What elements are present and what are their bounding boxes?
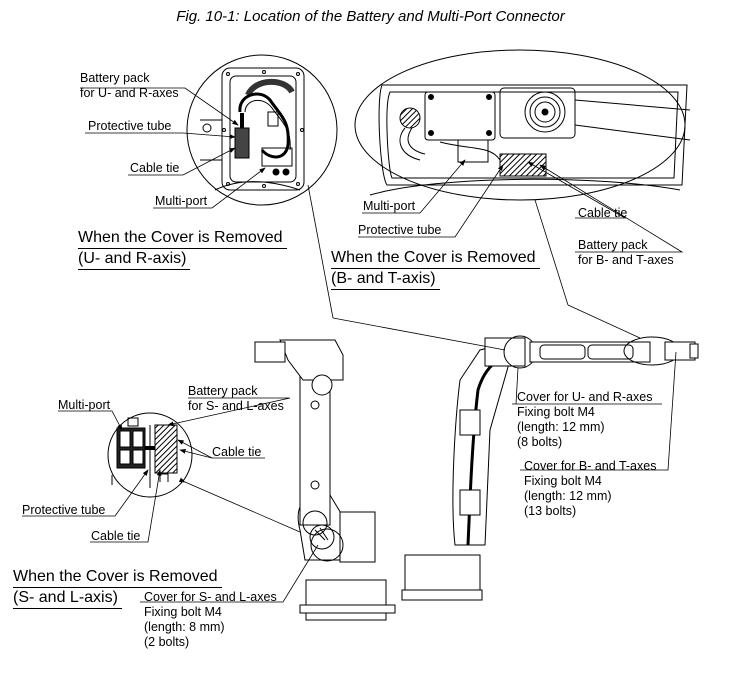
ur-heading: When the Cover is Removed (U- and R-axis… (78, 228, 287, 270)
figure-title: Fig. 10-1: Location of the Battery and M… (176, 8, 565, 25)
ur-multi-port-label: Multi-port (155, 194, 208, 208)
bt-cover-count: (13 bolts) (524, 504, 577, 518)
ur-protective-tube-label: Protective tube (88, 119, 172, 133)
sl-cover-title: Cover for S- and L-axes (144, 590, 277, 604)
sl-heading-line2: (S- and L-axis) (13, 588, 122, 609)
ur-battery-label: Battery pack for U- and R-axes (80, 71, 179, 101)
sl-cover-length: (length: 8 mm) (144, 620, 225, 634)
robot-base (305, 579, 387, 621)
sl-cable-tie-bottom-label: Cable tie (91, 529, 141, 543)
bt-cover-callout: Cover for B- and T-axes Fixing bolt M4 (… (524, 459, 656, 519)
bt-battery-label-line2: for B- and T-axes (578, 253, 674, 267)
bt-cable-tie-label: Cable tie (578, 206, 628, 220)
robot-base-2 (404, 554, 481, 596)
ur-cover-title: Cover for U- and R-axes (517, 390, 653, 404)
bt-cover-title: Cover for B- and T-axes (524, 459, 657, 473)
leader-lines (22, 87, 684, 603)
ur-cover-callout: Cover for U- and R-axes Fixing bolt M4 (… (517, 390, 652, 450)
bt-cover-bolt: Fixing bolt M4 (524, 474, 602, 488)
ur-cover-bolt: Fixing bolt M4 (517, 405, 595, 419)
ur-cover-length: (length: 12 mm) (517, 420, 605, 434)
bt-battery-pack (499, 153, 547, 177)
sl-cover-callout: Cover for S- and L-axes Fixing bolt M4 (… (144, 590, 277, 650)
bt-heading-line1: When the Cover is Removed (331, 248, 540, 269)
ur-cable-tie-label: Cable tie (130, 161, 180, 175)
bt-multi-port-block (457, 139, 489, 163)
ur-detail-circle (186, 54, 338, 206)
ur-detail-view (186, 54, 338, 206)
sl-battery-label: Battery pack for S- and L-axes (188, 384, 284, 414)
bt-protective-tube-label: Protective tube (358, 223, 442, 237)
sl-battery-label-line2: for S- and L-axes (188, 399, 284, 413)
bt-heading: When the Cover is Removed (B- and T-axis… (331, 248, 540, 290)
sl-heading-line1: When the Cover is Removed (13, 567, 222, 588)
robot-side-view (254, 339, 396, 621)
ur-cover-frame (221, 67, 305, 191)
sl-cable-tie-right-label: Cable tie (212, 445, 262, 459)
robot-extended-view (401, 335, 699, 601)
ur-battery-label-line2: for U- and R-axes (80, 86, 179, 100)
sl-detail-circle (107, 412, 193, 498)
ur-heading-line1: When the Cover is Removed (78, 228, 287, 249)
sl-heading: When the Cover is Removed (S- and L-axis… (13, 567, 222, 609)
bt-cover-length: (length: 12 mm) (524, 489, 612, 503)
ur-cover-count: (8 bolts) (517, 435, 563, 449)
sl-battery-pack (154, 424, 178, 474)
ur-battery-label-line1: Battery pack (80, 71, 150, 85)
ur-heading-line2: (U- and R-axis) (78, 249, 191, 270)
bt-battery-label-line1: Battery pack (578, 238, 648, 252)
bt-heading-line2: (B- and T-axis) (331, 269, 440, 290)
bt-battery-label: Battery pack for B- and T-axes (578, 238, 674, 268)
sl-cover-bolt: Fixing bolt M4 (144, 605, 222, 619)
bt-detail-view (354, 49, 691, 201)
sl-protective-tube-label: Protective tube (22, 503, 106, 517)
sl-cover-count: (2 bolts) (144, 635, 190, 649)
sl-battery-label-line1: Battery pack (188, 384, 258, 398)
sl-multi-port-label: Multi-port (58, 398, 111, 412)
bt-multi-port-label: Multi-port (363, 199, 416, 213)
ur-battery-pack (234, 127, 250, 159)
bt-cover-frame (378, 84, 688, 186)
sl-detail-view (107, 412, 193, 498)
bt-hatched-feature (399, 107, 421, 129)
